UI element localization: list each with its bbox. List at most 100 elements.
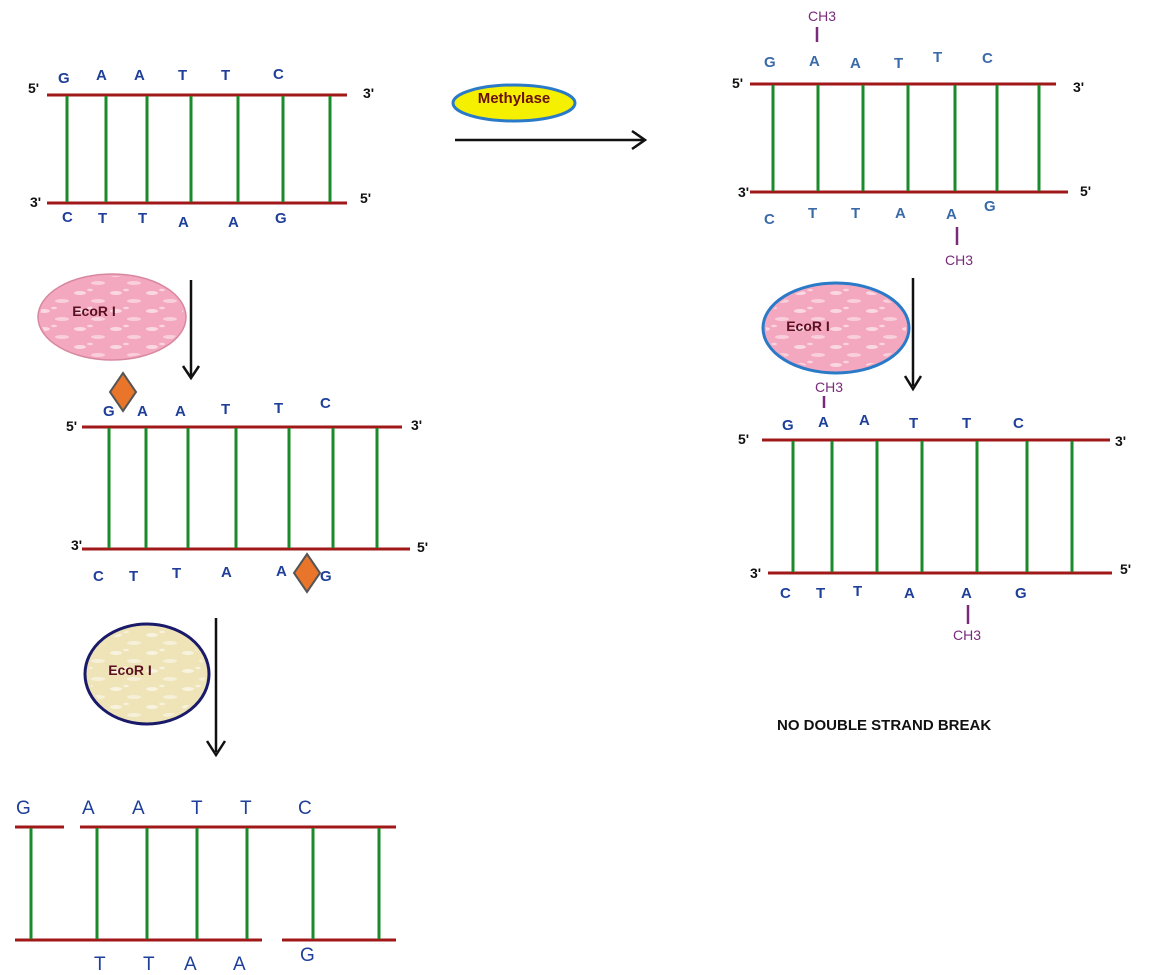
base-letter: T [221, 401, 230, 418]
top-sequence: G A A T T C [58, 66, 284, 87]
base-pair-rungs [791, 441, 1074, 572]
enzyme-texture [766, 286, 906, 370]
dna-unmethylated: 5' 3' 3' 5' G A A T T C C T T A A G [28, 66, 374, 231]
orange-diamond-icon [108, 371, 138, 413]
base-letter: C [1013, 415, 1024, 432]
base-pair-rungs [29, 828, 381, 939]
base-letter: A [134, 67, 145, 84]
base-letter: A [850, 55, 861, 72]
arrow-head-icon [631, 129, 648, 151]
three-prime-label: 3' [363, 85, 374, 101]
base-letter: T [143, 954, 155, 975]
methyl-group-bottom: CH3 [953, 605, 981, 643]
enzyme-texture [89, 628, 205, 720]
three-prime-label: 3' [1073, 79, 1084, 95]
base-letter: G [984, 198, 996, 215]
base-letter: T [816, 585, 825, 602]
three-prime-label: 3' [411, 417, 422, 433]
base-letter: C [298, 798, 312, 819]
base-letter: C [320, 395, 331, 412]
methyl-group-bottom: CH3 [945, 227, 973, 268]
base-letter: A [132, 798, 145, 819]
bottom-sequence: C T T A A G [62, 209, 287, 231]
base-letter: A [276, 563, 287, 580]
ecori-label: EcoR I [108, 662, 152, 678]
base-letter: T [178, 67, 187, 84]
enzyme-texture [40, 276, 184, 358]
ecori-label: EcoR I [786, 318, 830, 334]
base-letter: A [859, 412, 870, 429]
base-letter: A [904, 585, 915, 602]
five-prime-label: 5' [1080, 183, 1091, 199]
base-letter: T [172, 565, 181, 582]
methylase-label: Methylase [478, 90, 551, 107]
base-letter: G [782, 417, 794, 434]
base-letter: T [94, 954, 106, 975]
three-prime-label: 3' [750, 565, 761, 581]
dna-ecori-bound: 5' 3' 3' 5' G A A T T C C T T A A G [66, 371, 428, 594]
five-prime-label: 5' [1120, 561, 1131, 577]
five-prime-label: 5' [732, 75, 743, 91]
base-pair-rungs [65, 96, 332, 202]
bottom-sequence: C T T A A G [764, 198, 996, 228]
base-letter: T [274, 400, 283, 417]
base-letter: T [853, 583, 862, 600]
five-prime-label: 5' [360, 190, 371, 206]
five-prime-label: 5' [417, 539, 428, 555]
arrow-head-icon [181, 365, 201, 381]
base-letter: A [137, 403, 148, 420]
methyl-group-top: CH3 [815, 379, 843, 408]
base-letter: T [138, 210, 147, 227]
base-letter: T [221, 67, 230, 84]
ecori-cut-step: EcoR I [83, 618, 227, 758]
dna-methylated-protected: 5' 3' 3' 5' CH3 G A A T T C C T T A A G … [738, 379, 1131, 734]
ecori-blocked-step: EcoR I [761, 278, 923, 392]
base-letter: A [96, 67, 107, 84]
methyl-label: CH3 [945, 252, 973, 268]
methylase-enzyme-icon [451, 83, 577, 123]
dna-methylated: 5' 3' 3' 5' CH3 G A A T T C C T T A A G … [732, 8, 1091, 268]
base-letter: A [228, 214, 239, 231]
base-letter: A [82, 798, 95, 819]
arrow-head-icon [205, 740, 227, 758]
base-letter: T [240, 798, 252, 819]
methyl-label: CH3 [953, 627, 981, 643]
methyl-group-top: CH3 [808, 8, 836, 42]
base-letter: A [818, 414, 829, 431]
base-letter: G [58, 70, 70, 87]
methyl-label: CH3 [808, 8, 836, 24]
ecori-label: EcoR I [72, 303, 116, 319]
five-prime-label: 5' [738, 431, 749, 447]
base-letter: A [175, 403, 186, 420]
five-prime-label: 5' [28, 80, 39, 96]
base-letter: A [184, 954, 197, 975]
base-letter: T [191, 798, 203, 819]
base-letter: G [1015, 585, 1027, 602]
methylase-step: Methylase [451, 83, 648, 151]
base-pair-rungs [107, 428, 379, 548]
three-prime-label: 3' [71, 537, 82, 553]
orange-diamond-icon [292, 552, 322, 594]
bottom-sequence: C T T A A G [93, 563, 332, 585]
base-letter: T [909, 415, 918, 432]
base-pair-rungs [771, 85, 1041, 191]
base-letter: G [764, 54, 776, 71]
three-prime-label: 3' [738, 184, 749, 200]
top-sequence: G A A T T C [103, 395, 331, 420]
top-sequence: G A A T T C [16, 798, 312, 819]
base-letter: C [93, 568, 104, 585]
five-prime-label: 5' [66, 418, 77, 434]
base-letter: C [62, 209, 73, 226]
base-letter: A [809, 53, 820, 70]
base-letter: T [962, 415, 971, 432]
base-letter: G [275, 210, 287, 227]
base-letter: T [98, 210, 107, 227]
base-letter: A [221, 564, 232, 581]
ecori-binding-step: EcoR I [37, 273, 201, 381]
base-letter: A [961, 585, 972, 602]
methyl-label: CH3 [815, 379, 843, 395]
three-prime-label: 3' [30, 194, 41, 210]
base-letter: T [851, 205, 860, 222]
strands [47, 93, 347, 205]
